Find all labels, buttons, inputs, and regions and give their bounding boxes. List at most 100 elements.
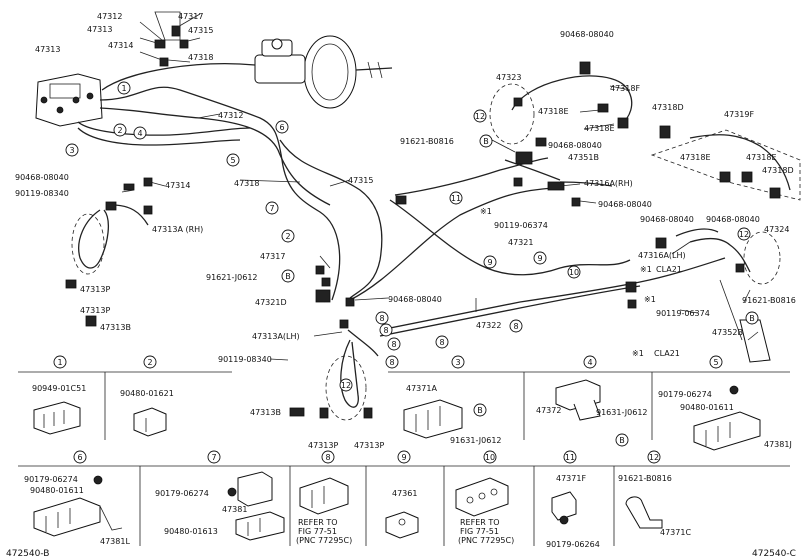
callout-2b: 2 [285,232,290,241]
label-47313-main: 47313 [35,45,60,54]
callout-4: 4 [137,129,142,138]
footer-right-code: 472540-C [752,549,796,559]
callout-7: 7 [269,204,274,213]
callout-8e: 8 [439,338,444,347]
label-47351B: 47351B [568,153,599,162]
label-47318E-1: 47318E [538,107,569,116]
label-cla21-note: CLA21 [654,349,680,358]
label-star-1-note: ※1 [632,349,644,358]
label-47318E-3: 47318E [680,153,711,162]
legend-3-part: 47371A [406,384,437,393]
legend-9-part: 47361 [392,489,417,498]
label-47318E-2: 47318E [584,124,615,133]
label-90468-far-right-2: 90468-08040 [706,215,760,224]
label-90119-06374-1: 90119-06374 [494,221,548,230]
legend-11-part1: 47371F [556,474,586,483]
label-47321: 47321 [508,238,533,247]
label-star-1: ※1 [480,207,492,216]
label-47313A-RH: 47313A (RH) [152,225,203,234]
label-47312-top: 47312 [97,12,122,21]
callout-2: 2 [117,126,122,135]
brake-pipes-front [71,63,801,421]
label-90119-center: 90119-08340 [218,355,272,364]
label-91621-B0816-1: 91621-B0816 [400,137,454,146]
label-47318F-1: 47318F [610,84,640,93]
label-90468-right: 90468-08040 [598,200,652,209]
label-47317: 47317 [260,252,285,261]
legend-4-sub: 91631-J0612 [596,408,648,417]
label-47318-top: 47318 [188,53,213,62]
legend-row-1: 1 2 3 4 5 90949-01C51 90480-01621 47371A… [18,355,792,451]
callout-12a: 12 [341,381,351,390]
callout-8a: 8 [379,314,384,323]
legend-1-part: 90949-01C51 [32,384,86,393]
legend-7-part1: 90179-06274 [155,489,209,498]
callout-11: 11 [451,194,461,203]
label-cla21-inline: CLA21 [656,265,682,274]
legend-num-9: 9 [401,453,406,462]
legend-4-part: 47372 [536,406,561,415]
label-47313P-3: 47313P [308,441,338,450]
label-47318D-2: 47318D [762,166,794,175]
callout-12b: 12 [475,112,485,121]
label-47323: 47323 [496,73,521,82]
legend-num-2: 2 [147,358,152,367]
legend-num-10: 10 [485,453,495,462]
footer-left-code: 472540-B [6,549,49,559]
label-90119-left: 90119-08340 [15,189,69,198]
label-91621-B0816-2: 91621-B0816 [742,296,796,305]
label-47317-top: 47317 [178,12,203,21]
legend-10-ref2: FIG 77-51 [460,527,499,536]
label-47313A-LH: 47313A(LH) [252,332,300,341]
label-90468-top-right: 90468-08040 [560,30,614,39]
label-star-1-b: ※1 [644,295,656,304]
master-cylinder-assembly [35,11,393,127]
label-47313B-2: 47313B [250,408,281,417]
label-47313P-1: 47313P [80,285,110,294]
legend-8-ref1: REFER TO [298,518,338,527]
legend-5-part2: 90480-01611 [680,403,734,412]
label-90468-left: 90468-08040 [15,173,69,182]
label-47313P-2: 47313P [80,306,110,315]
legend-10-ref3: (PNC 77295C) [458,536,514,545]
legend-6-part1: 90179-06274 [24,475,78,484]
legend-2-part: 90480-01621 [120,389,174,398]
label-47322: 47322 [476,321,501,330]
callout-12c: 12 [739,230,749,239]
legend-num-4: 4 [587,358,592,367]
label-90468-center: 90468-08040 [388,295,442,304]
legend-7-part3: 90480-01613 [164,527,218,536]
legend-6-part2: 90480-01611 [30,486,84,495]
part-labels: 47312 47317 47313 47315 47313 47314 4731… [15,12,796,450]
label-47316A-LH: 47316A(LH) [638,251,686,260]
callout-1: 1 [121,84,126,93]
label-90119-06374-2: 90119-06374 [656,309,710,318]
callout-8d: 8 [389,358,394,367]
callout-6: 6 [279,123,284,132]
fittings [65,61,781,419]
callout-8f: 8 [513,322,518,331]
legend-11-part2: 90179-06264 [546,540,600,549]
legend-8-ref2: FIG 77-51 [298,527,337,536]
legend-num-7: 7 [211,453,216,462]
label-47312: 47312 [218,111,243,120]
legend-12-part1: 91621-B0816 [618,474,672,483]
legend-num-5: 5 [713,358,718,367]
callout-9a: 9 [487,258,492,267]
label-47318D-1: 47318D [652,103,684,112]
legend-4-b: B [619,436,625,445]
label-47321D: 47321D [255,298,287,307]
legend-num-11: 11 [565,453,575,462]
label-star-cla21-mark: ※1 [640,265,652,274]
legend-row-2: 6 7 8 9 10 11 12 90179-06274 90480-01611… [18,450,790,549]
label-47314: 47314 [165,181,190,190]
legend-7-part2: 47381 [222,505,247,514]
label-47324: 47324 [764,225,789,234]
legend-num-6: 6 [77,453,82,462]
callout-5: 5 [230,156,235,165]
legend-num-8: 8 [325,453,330,462]
callout-b1: B [285,272,291,281]
callout-3: 3 [69,146,74,155]
legend-3-b: B [477,406,483,415]
